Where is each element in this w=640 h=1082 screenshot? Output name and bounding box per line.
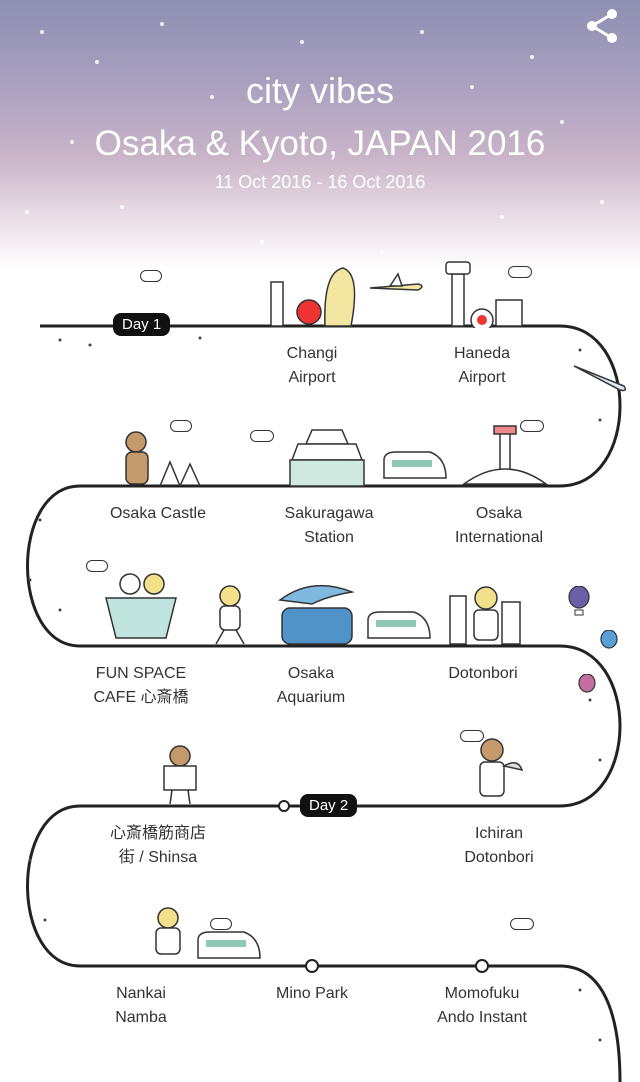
- stop-changi-airport[interactable]: Changi Airport: [232, 342, 392, 390]
- stop-label-line1: Dotonbori: [448, 665, 518, 682]
- stop-label-line1: Osaka Castle: [109, 505, 207, 522]
- stop-ichiran-dotonbori[interactable]: Ichiran Dotonbori: [419, 822, 579, 870]
- aquarium-dolphin-icon: [278, 584, 355, 645]
- stop-mino-park[interactable]: Mino Park: [232, 982, 392, 1006]
- stop-sakuragawa-station[interactable]: Sakuragawa Station: [249, 502, 409, 550]
- header-sky: city vibes Osaka & Kyoto, JAPAN 2016 11 …: [0, 0, 640, 270]
- stop-label-line1: Haneda: [453, 345, 511, 362]
- stop-nankai-namba[interactable]: Nankai Namba: [61, 982, 221, 1030]
- stop-label-line2: CAFE 心斎橋: [93, 689, 189, 706]
- stop-label-line2: Airport: [458, 369, 506, 386]
- stop-fun-space-cafe[interactable]: FUN SPACE CAFE 心斎橋: [61, 662, 221, 710]
- hot-air-balloon-icon: [568, 586, 590, 616]
- train-icon: [367, 611, 431, 639]
- stop-label-line2: Dotonbori: [464, 849, 534, 866]
- singapore-landmark-icon: [270, 267, 356, 327]
- stop-label-line1: Sakuragawa: [284, 505, 374, 522]
- dotonbori-character-icon: [449, 586, 521, 645]
- day-1-badge: Day 1: [113, 313, 171, 336]
- airplane-icon: [573, 365, 627, 392]
- stop-osaka-castle[interactable]: Osaka Castle: [78, 502, 238, 526]
- day-2-badge: Day 2: [300, 794, 358, 817]
- trip-dates: 11 Oct 2016 - 16 Oct 2016: [214, 172, 426, 192]
- cloud-decoration: [86, 560, 108, 572]
- stop-label-line1: Nankai: [116, 985, 166, 1002]
- stop-label-line1: Osaka: [287, 665, 335, 682]
- stop-label-line2: Ando Instant: [437, 1009, 527, 1026]
- stop-label-line1: FUN SPACE: [95, 665, 187, 682]
- cloud-decoration: [508, 266, 532, 278]
- page-title: city vibes: [245, 70, 395, 111]
- chef-bear-icon: [479, 738, 524, 797]
- walking-character-icon: [215, 585, 245, 645]
- stop-label-line1: Osaka: [475, 505, 523, 522]
- share-icon[interactable]: [582, 6, 622, 46]
- stop-label-line2: International: [454, 529, 544, 546]
- stop-osaka-aquarium[interactable]: Osaka Aquarium: [231, 662, 391, 710]
- stop-label-line1: Changi: [286, 345, 338, 362]
- cloud-decoration: [510, 918, 534, 930]
- airport-terminal-icon: [461, 425, 549, 485]
- stop-label-line2: Station: [304, 529, 354, 546]
- hot-air-balloon-icon: [578, 674, 596, 693]
- stop-label-line2: Airport: [288, 369, 336, 386]
- stop-momofuku-ando-instant[interactable]: Momofuku Ando Instant: [402, 982, 562, 1030]
- hot-air-balloon-icon: [600, 630, 618, 649]
- bear-map-icon: [163, 745, 197, 805]
- cloud-decoration: [460, 730, 484, 742]
- traveler-character-icon: [155, 907, 181, 955]
- control-tower-icon: [445, 261, 523, 328]
- airplane-icon: [369, 272, 423, 291]
- train-icon: [197, 931, 261, 959]
- train-icon: [383, 451, 447, 479]
- trip-title: Osaka & Kyoto, JAPAN 2016: [94, 124, 546, 163]
- cloud-decoration: [250, 430, 274, 442]
- stop-dotonbori[interactable]: Dotonbori: [403, 662, 563, 686]
- cloud-decoration: [520, 420, 544, 432]
- stop-label-line1: Mino Park: [275, 985, 349, 1002]
- cloud-decoration: [210, 918, 232, 930]
- teacup-cafe-icon: [105, 573, 177, 639]
- osaka-castle-icon: [289, 429, 365, 487]
- cloud-decoration: [140, 270, 162, 282]
- stop-label-line2: Aquarium: [276, 689, 346, 706]
- stop-label-line1: Momofuku: [444, 985, 520, 1002]
- stop-shinsaibashi-shopping-street[interactable]: 心斎橋筋商店 街 / Shinsa: [78, 822, 238, 870]
- stop-haneda-airport[interactable]: Haneda Airport: [402, 342, 562, 390]
- cloud-decoration: [170, 420, 192, 432]
- stop-osaka-international[interactable]: Osaka International: [419, 502, 579, 550]
- stop-label-line1: Ichiran: [474, 825, 524, 842]
- stop-label-line1: 心斎橋筋商店: [109, 825, 206, 842]
- stop-label-line2: Namba: [115, 1009, 167, 1026]
- stop-label-line2: 街 / Shinsa: [118, 849, 198, 866]
- bear-photographer-icon: [125, 431, 201, 487]
